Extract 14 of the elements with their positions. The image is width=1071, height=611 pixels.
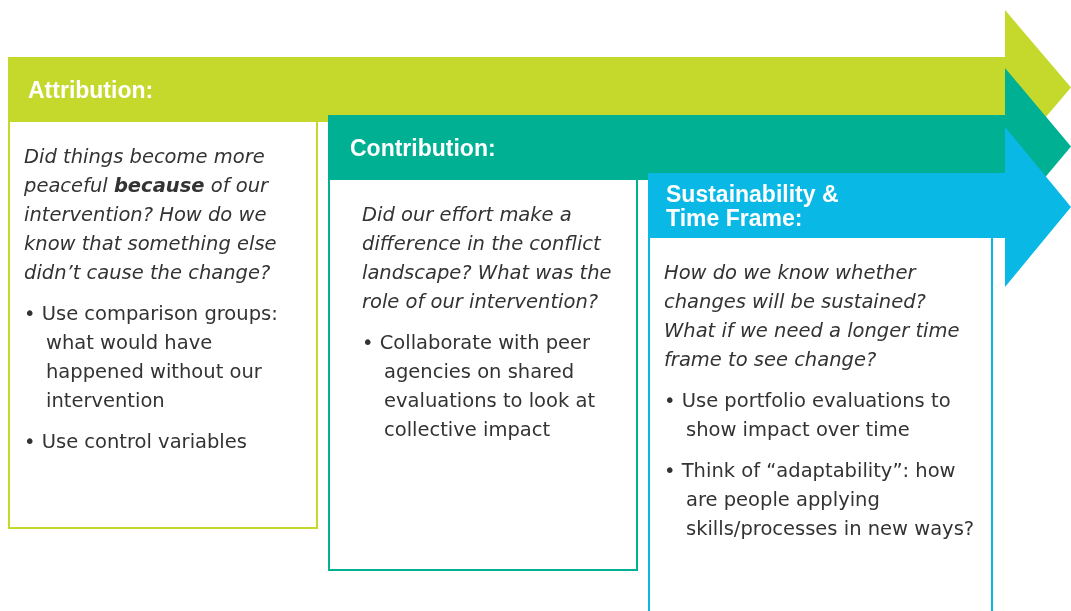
text-panel — [328, 180, 638, 571]
question-text: Did things become more peaceful because of our intervention? How do we know that something else didn’t cause the change? — [24, 144, 278, 286]
question-text: Did our effort make a difference in the conflict landscape? What was the role of our intervention? — [362, 202, 613, 315]
bullet-item: • Think of “adaptability”: how are people applying skills/processes in new ways? — [664, 458, 976, 542]
bullet-item: • Use comparison groups: what would have happened without our intervention — [24, 301, 279, 414]
text-panel — [8, 122, 318, 529]
heading: Contribution: — [350, 135, 497, 160]
heading: Attribution: — [28, 77, 155, 102]
bullet-item: • Use control variables — [24, 429, 248, 455]
question-text: How do we know whether changes will be sustained? What if we need a longer time frame to see change? — [664, 260, 961, 373]
heading: Sustainability & Time Frame: — [666, 181, 840, 230]
bullet-item: • Use portfolio evaluations to show impact over time — [664, 388, 952, 443]
bullet-item: • Collaborate with peer agencies on shared evaluations to look at collective impact — [362, 330, 597, 443]
text-panel — [648, 238, 993, 611]
